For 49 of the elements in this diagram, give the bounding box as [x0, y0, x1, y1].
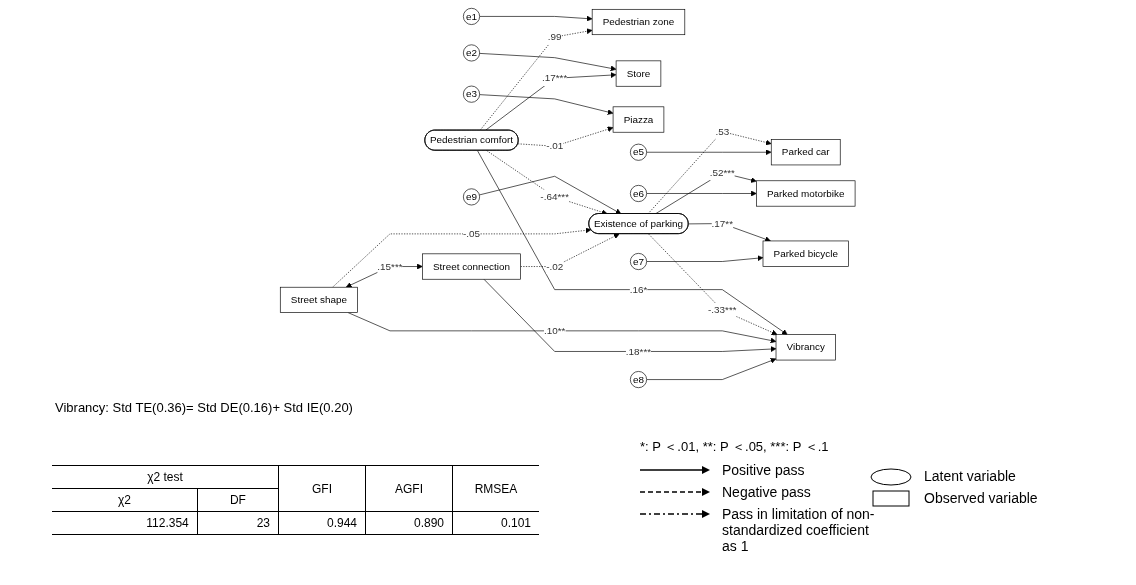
table-header-cell: AGFI — [365, 465, 453, 512]
table-cell: 23 — [197, 511, 279, 535]
node-box: Store — [616, 60, 662, 87]
node-box: Street shape — [280, 286, 359, 313]
node-circle: e7 — [630, 252, 648, 270]
node-box: Parked bicycle — [762, 240, 850, 267]
legend-label: Latent variable — [924, 468, 1016, 484]
node-box: Piazza — [613, 106, 665, 133]
edge-label: .18*** — [626, 344, 652, 357]
table-header-cell: RMSEA — [452, 465, 539, 512]
edge-label: .17*** — [542, 71, 568, 83]
legend-label: Negative pass — [722, 484, 811, 500]
table-cell: 112.354 — [52, 511, 198, 535]
node-circle: e9 — [463, 187, 481, 205]
edge-label: .16* — [629, 283, 648, 295]
node-circle: e1 — [463, 7, 481, 25]
edge-label: .15*** — [377, 259, 403, 272]
edge-label: .17** — [711, 216, 734, 229]
legend-label: Pass in limitation of non-standardized coefficient as 1 — [722, 506, 876, 554]
table-header-cell: χ2 — [52, 488, 198, 512]
table-header-cell: GFI — [278, 465, 366, 512]
table-header-cell: χ2 test — [52, 465, 279, 489]
node-circle: e5 — [630, 143, 648, 161]
edge-label: .99 — [548, 30, 562, 42]
node-box: Vibrancy — [776, 333, 837, 360]
legend-label: Positive pass — [722, 462, 805, 478]
edge-label: -.02 — [546, 259, 564, 272]
node-circle: e2 — [463, 43, 481, 61]
edge-label: -.05 — [463, 227, 481, 239]
table-cell: 0.944 — [278, 511, 366, 535]
node-box: Pedestrian zone — [592, 8, 686, 35]
table-cell: 0.101 — [452, 511, 539, 535]
significance-note: *: P ＜.01, **: P ＜.05, ***: P ＜.1 — [640, 439, 829, 454]
node-box: Parked car — [771, 138, 841, 165]
edge-label: -.33*** — [708, 303, 737, 315]
node-circle: e3 — [463, 85, 481, 103]
table-header-cell: DF — [197, 488, 279, 512]
edge-label: .53 — [715, 125, 730, 137]
node-box: Parked motorbike — [756, 179, 856, 206]
table-cell: 0.890 — [365, 511, 453, 535]
edge-label: .52*** — [709, 166, 736, 178]
legend-label: Observed variable — [924, 490, 1038, 506]
edge-label: .10** — [544, 324, 566, 336]
node-circle: e6 — [630, 184, 648, 202]
edge-label: -.64*** — [540, 190, 570, 202]
node-circle: e8 — [630, 370, 648, 388]
edge-label: -.01 — [546, 139, 564, 151]
effect-note: Vibrancy: Std TE(0.36)= Std DE(0.16)+ Std IE(0.20) — [55, 400, 353, 415]
node-box: Street connection — [422, 253, 522, 280]
